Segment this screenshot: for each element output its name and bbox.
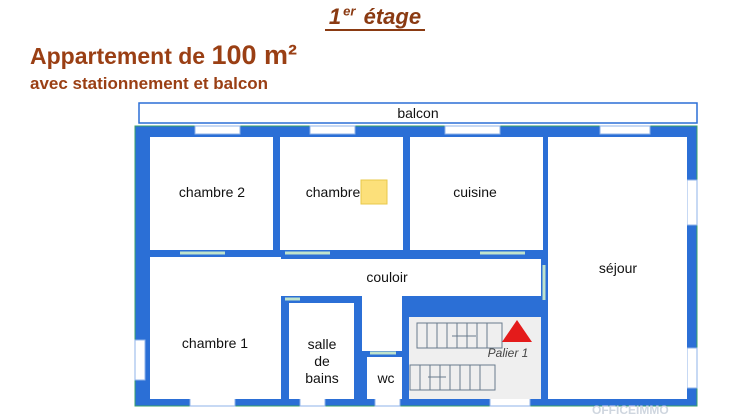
room-chambre-2 bbox=[150, 137, 273, 250]
window bbox=[189, 397, 236, 407]
floor-word: étage bbox=[361, 4, 424, 32]
room-label-chambre-1: chambre 1 bbox=[182, 335, 248, 351]
room-chambre-1-notch bbox=[150, 257, 230, 267]
room-salle-de-bains bbox=[289, 303, 354, 399]
room-label-wc: wc bbox=[376, 370, 394, 386]
landing-label: Palier 1 bbox=[488, 346, 529, 360]
floor-suffix: er bbox=[343, 4, 356, 19]
room-label-cuisine: cuisine bbox=[453, 184, 497, 200]
room-label-balcon: balcon bbox=[397, 105, 438, 121]
room-label-chambre-2: chambre 2 bbox=[179, 184, 245, 200]
room-sejour bbox=[548, 137, 687, 399]
window bbox=[599, 125, 651, 135]
title-prefix: Appartement de bbox=[30, 43, 206, 69]
room-label-salle-line2: de bbox=[314, 353, 330, 369]
room-label-chambre: chambre bbox=[306, 184, 361, 200]
window bbox=[134, 339, 146, 381]
window bbox=[309, 125, 356, 135]
outer-wall-edge bbox=[134, 125, 698, 407]
red-triangle-marker bbox=[502, 320, 532, 342]
room-label-couloir: couloir bbox=[366, 269, 408, 285]
room-label-salle-line3: bains bbox=[305, 370, 338, 386]
room-label-sejour: séjour bbox=[599, 260, 637, 276]
room-couloir-lower bbox=[362, 259, 402, 351]
door-openings bbox=[180, 251, 546, 355]
page-title: Appartement de 100 m² bbox=[30, 40, 297, 71]
yellow-square-marker bbox=[360, 179, 388, 205]
watermark: OFFICEIMMO bbox=[592, 403, 669, 417]
room-cuisine bbox=[410, 137, 543, 250]
balcony-area bbox=[138, 102, 698, 124]
window bbox=[299, 397, 326, 407]
staircase bbox=[409, 322, 503, 391]
window bbox=[489, 397, 531, 407]
window bbox=[686, 179, 698, 226]
room-label-salle-line1: salle bbox=[308, 336, 337, 352]
title-area: 100 m² bbox=[211, 40, 298, 70]
window bbox=[374, 397, 401, 407]
room-wc bbox=[367, 357, 402, 399]
window bbox=[686, 347, 698, 389]
floor-number: 1 bbox=[326, 4, 344, 32]
window bbox=[444, 125, 501, 135]
window bbox=[194, 125, 241, 135]
room-chambre-1 bbox=[150, 257, 281, 399]
page-subtitle: avec stationnement et balcon bbox=[30, 74, 269, 93]
